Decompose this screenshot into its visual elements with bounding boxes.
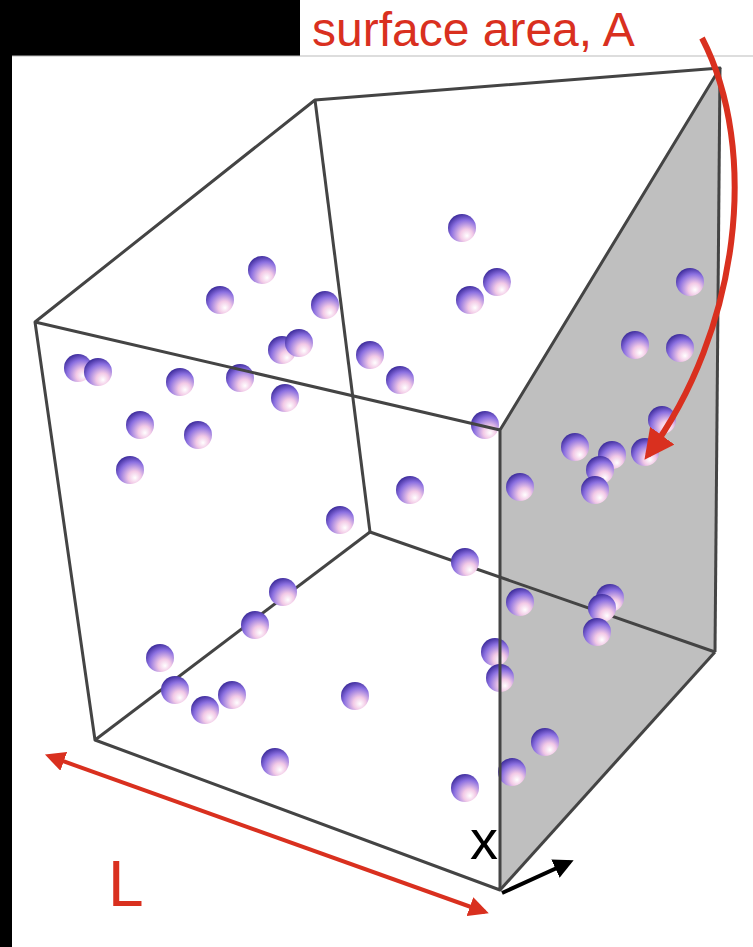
particle bbox=[451, 548, 479, 576]
particle bbox=[84, 358, 112, 386]
particle bbox=[506, 473, 534, 501]
particle bbox=[271, 384, 299, 412]
particle bbox=[451, 774, 479, 802]
particle bbox=[483, 268, 511, 296]
particle bbox=[161, 676, 189, 704]
particle bbox=[341, 682, 369, 710]
particle bbox=[241, 611, 269, 639]
particle bbox=[116, 456, 144, 484]
particle bbox=[206, 286, 234, 314]
particle bbox=[621, 331, 649, 359]
particle bbox=[356, 341, 384, 369]
panel-edge bbox=[12, 56, 753, 57]
particle bbox=[191, 696, 219, 724]
particle bbox=[448, 214, 476, 242]
particle bbox=[666, 334, 694, 362]
particle bbox=[581, 476, 609, 504]
length-label: L bbox=[108, 852, 144, 916]
particle bbox=[248, 256, 276, 284]
axis-arrow bbox=[502, 862, 570, 893]
particle bbox=[506, 588, 534, 616]
particle bbox=[126, 411, 154, 439]
particle bbox=[218, 681, 246, 709]
particle bbox=[676, 268, 704, 296]
particle bbox=[285, 329, 313, 357]
particle bbox=[396, 476, 424, 504]
area-label: surface area, A bbox=[312, 6, 635, 54]
axis-label: x bbox=[470, 812, 498, 868]
particle bbox=[261, 748, 289, 776]
particle bbox=[588, 594, 616, 622]
particle bbox=[326, 506, 354, 534]
particle bbox=[311, 291, 339, 319]
particle bbox=[184, 421, 212, 449]
shaded-face bbox=[500, 68, 720, 890]
area-pointer bbox=[648, 38, 735, 455]
particle bbox=[481, 638, 509, 666]
figure-panel bbox=[12, 56, 753, 947]
particle bbox=[146, 644, 174, 672]
cube-edges bbox=[35, 68, 720, 890]
gas-particles bbox=[64, 214, 704, 802]
title-panel bbox=[300, 0, 753, 56]
particle bbox=[531, 728, 559, 756]
particle bbox=[166, 368, 194, 396]
particle bbox=[456, 286, 484, 314]
particle bbox=[269, 578, 297, 606]
particle bbox=[386, 366, 414, 394]
particle bbox=[583, 618, 611, 646]
cube-back-edges bbox=[95, 100, 715, 740]
particle bbox=[498, 758, 526, 786]
particle bbox=[561, 433, 589, 461]
